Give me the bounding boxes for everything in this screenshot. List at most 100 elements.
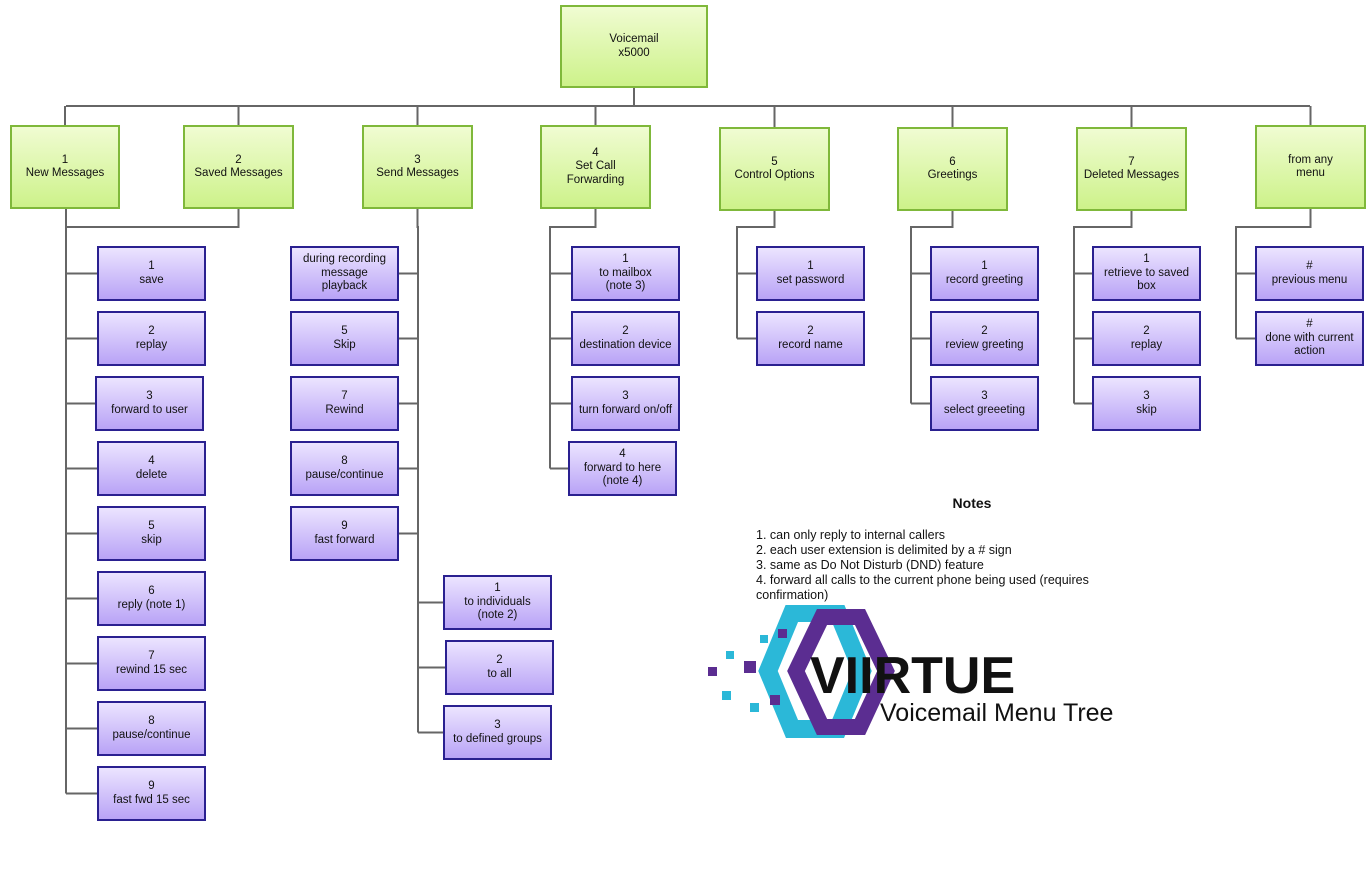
node-label-line: to individuals [464,595,531,608]
node-label-line: replay [135,338,168,351]
node-label-line: destination device [579,338,672,351]
node-label-line: pause/continue [112,728,191,741]
node-label-line: reply (note 1) [117,598,186,611]
node-label-line: 1 [61,153,69,166]
node-label-line: 2 [1143,325,1150,337]
connector-line [416,209,419,733]
node-label-line: forward to here [583,461,662,474]
connector-line [910,211,954,404]
menu-option: #previous menu [1255,246,1364,301]
node-label-line: menu [1296,167,1325,179]
node-label-line: 5 [771,155,778,168]
node-label-line: 2 [496,654,503,666]
node-label-line: 1 [807,260,814,272]
notes-list: 1. can only reply to internal callers 2.… [756,528,1136,603]
node-label-line: 1 [981,260,988,272]
node-label-line: x5000 [618,46,650,59]
node-label-line: skip [141,533,162,546]
node-label-line: Send Messages [376,167,459,179]
node-label-line: # [1306,318,1313,331]
node-label-line: 2 [622,325,629,337]
connector-line [66,209,240,228]
node-label-line: done with current [1265,331,1354,344]
node-label-line: 2 [807,325,814,337]
node-label-line: Set Call [575,160,616,173]
node-label-line: 4 [148,455,155,467]
viirtue-logo: VIIRTUE Voicemail Menu Tree [708,605,1113,738]
node-label-line: (note 4) [602,475,643,488]
node-label-line: 5 [341,325,348,337]
note-item: 3. same as Do Not Disturb (DND) feature [756,558,984,572]
node-label-line: 1 [1143,253,1150,266]
node-label-line: playback [321,280,368,293]
node-label-line: 4 [619,448,626,461]
node-label-line: (note 2) [477,609,518,622]
node-label-line: 8 [148,715,155,727]
node-label-line: 4 [592,146,599,159]
node-label-line: 8 [341,455,348,467]
logo-subtitle-text: Voicemail Menu Tree [880,699,1113,727]
node-label-line: Saved Messages [194,167,283,179]
node-label-line: 3 [414,153,421,166]
connector-line [549,209,597,469]
node-label-line: Rewind [325,403,364,416]
node-label-line: delete [135,468,168,481]
notes-title: Notes [952,495,992,511]
node-label-line: Deleted Messages [1083,169,1180,181]
node-label-line: rewind 15 sec [116,663,187,676]
connector-line [1235,209,1312,339]
node-label-line: forward to user [111,403,188,416]
node-label-line: review greeting [945,338,1024,351]
connector-line [736,211,776,339]
node-label-line: 9 [341,520,348,532]
node-label-line: 1 [494,582,501,595]
node-label-line: previous menu [1271,273,1348,286]
node-label-line: Forwarding [566,173,625,186]
node-label-line: save [139,273,164,286]
node-label-line: Voicemail [609,33,659,45]
node-label-line: 2 [235,153,242,166]
node-label-line: select greeeting [943,403,1026,416]
node-label-line: 2 [981,325,988,337]
note-item: 4. forward all calls to the current phon… [756,573,1089,602]
node-label-line: box [1137,280,1156,293]
node-label-line: Skip [333,338,356,351]
node-label-line: 6 [949,155,956,168]
node-label-line: action [1294,345,1325,358]
node-label-line: (note 3) [605,280,646,293]
node-label-line: fast fwd 15 sec [113,793,190,806]
node-label-line: set password [776,273,845,286]
node-label-line: to mailbox [599,266,652,279]
node-label-line: 6 [148,585,155,597]
node-label-line: turn forward on/off [578,403,673,416]
node-label-line: replay [1130,338,1163,351]
node-label-line: 3 [1143,390,1150,402]
